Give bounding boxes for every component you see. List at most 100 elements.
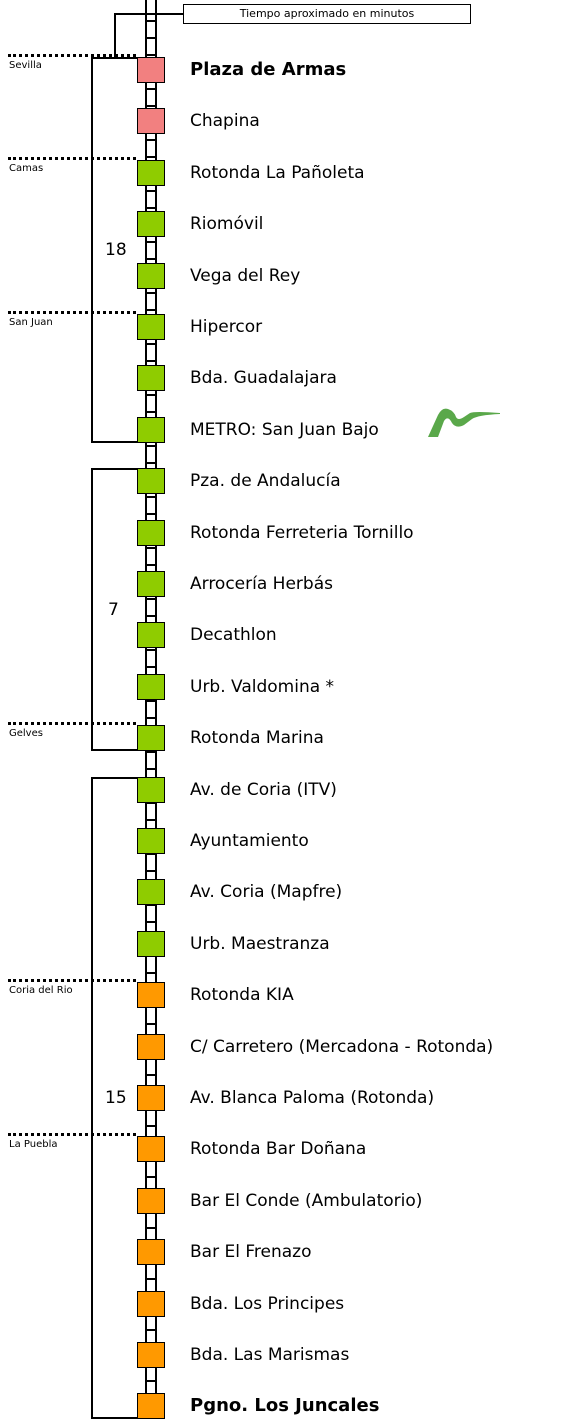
stop-label: METRO: San Juan Bajo xyxy=(190,419,379,440)
rail-tick xyxy=(145,241,157,243)
zone-boundary-line xyxy=(8,54,136,57)
metro-logo-shape xyxy=(428,408,500,437)
stop-label: Decathlon xyxy=(190,625,277,646)
stop-marker xyxy=(137,159,165,186)
rail-tick xyxy=(145,1176,157,1178)
stop-label: Av. de Coria (ITV) xyxy=(190,779,337,800)
stop-label: Rotonda KIA xyxy=(190,985,294,1006)
rail-tick xyxy=(145,258,157,260)
stop-marker xyxy=(137,776,165,803)
stop-marker xyxy=(137,211,165,238)
zone-boundary-line xyxy=(8,311,136,314)
time-segment-bracket xyxy=(91,468,137,752)
segment-minutes: 15 xyxy=(105,1088,127,1108)
stop-marker xyxy=(137,1239,165,1266)
legend-leader-vertical xyxy=(114,13,116,57)
rail-left xyxy=(145,0,147,1407)
rail-tick xyxy=(145,751,157,753)
stop-label: Rotonda Bar Doñana xyxy=(190,1139,367,1160)
segment-minutes: 18 xyxy=(105,239,127,260)
stop-label: C/ Carretero (Mercadona - Rotonda) xyxy=(190,1036,494,1057)
zone-boundary-line xyxy=(8,979,136,983)
rail-tick xyxy=(145,207,157,209)
rail-tick xyxy=(145,819,157,821)
stop-marker xyxy=(137,982,165,1009)
rail-tick xyxy=(145,360,157,362)
rail-tick xyxy=(145,972,157,974)
zone-boundary-line xyxy=(8,722,136,726)
rail-tick xyxy=(145,768,157,770)
rail-tick xyxy=(145,37,157,39)
rail-tick xyxy=(145,309,157,311)
stop-marker xyxy=(137,571,165,597)
rail-tick xyxy=(145,1074,157,1076)
rail-tick xyxy=(145,1227,157,1229)
zone-label: Sevilla xyxy=(9,60,42,71)
rail-tick xyxy=(145,700,157,702)
stop-marker xyxy=(137,1342,165,1368)
stop-label: Hipercor xyxy=(190,317,263,337)
rail-tick xyxy=(145,20,157,22)
stop-label: Bar El Frenazo xyxy=(190,1242,312,1263)
stop-label: Plaza de Armas xyxy=(190,59,347,80)
rail-tick xyxy=(145,394,157,396)
stop-label: Riomóvil xyxy=(190,214,264,235)
rail-tick xyxy=(145,190,157,192)
rail-tick xyxy=(145,717,157,719)
rail-tick xyxy=(145,445,157,447)
zone-label: Gelves xyxy=(9,728,43,740)
rail-tick xyxy=(145,921,157,923)
stop-marker xyxy=(137,519,165,546)
stop-label: Bda. Los Principes xyxy=(190,1293,345,1314)
time-segment-bracket xyxy=(91,57,137,443)
rail-tick xyxy=(145,870,157,872)
stop-marker xyxy=(137,365,165,392)
rail-tick xyxy=(145,1278,157,1280)
rail-tick xyxy=(145,139,157,141)
stop-marker xyxy=(137,879,165,906)
stop-label: Pgno. Los Juncales xyxy=(190,1395,380,1417)
stop-marker xyxy=(137,1187,165,1214)
rail-tick xyxy=(145,598,157,600)
stop-label: Rotonda La Pañoleta xyxy=(190,162,365,183)
stop-label: Bar El Conde (Ambulatorio) xyxy=(190,1190,423,1211)
stop-label: Bda. Las Marismas xyxy=(190,1345,350,1365)
rail-tick xyxy=(145,411,157,413)
rail-tick xyxy=(145,666,157,668)
stop-marker xyxy=(137,1085,165,1111)
stop-marker xyxy=(137,262,165,289)
stop-label: Arrocería Herbás xyxy=(190,574,333,594)
stop-marker xyxy=(137,673,165,700)
stop-label: Bda. Guadalajara xyxy=(190,368,337,389)
legend-box: Tiempo aproximado en minutos xyxy=(183,4,471,24)
stop-label: Vega del Rey xyxy=(190,265,301,286)
stop-label: Rotonda Marina xyxy=(190,728,324,749)
stop-label: Chapina xyxy=(190,111,260,132)
rail-tick xyxy=(145,547,157,549)
stop-marker xyxy=(137,57,165,83)
stop-marker xyxy=(137,725,165,752)
legend-leader-horizontal xyxy=(114,13,184,15)
zone-label: Camas xyxy=(9,162,44,174)
stop-marker xyxy=(137,468,165,495)
stop-marker xyxy=(137,314,165,340)
rail-tick xyxy=(145,649,157,651)
stop-marker xyxy=(137,1136,165,1163)
stop-marker xyxy=(137,930,165,957)
rail-tick xyxy=(145,564,157,566)
stop-marker xyxy=(137,416,165,443)
zone-label: La Puebla xyxy=(9,1139,58,1151)
stop-marker xyxy=(137,1290,165,1317)
zone-label: Coria del Rio xyxy=(9,985,73,997)
stop-marker xyxy=(137,622,165,649)
stop-label: Av. Coria (Mapfre) xyxy=(190,882,343,903)
rail-tick xyxy=(145,462,157,464)
rail-tick xyxy=(145,343,157,345)
stop-marker xyxy=(137,828,165,854)
metro-logo-icon xyxy=(428,408,500,437)
stop-marker xyxy=(137,1393,165,1419)
rail-tick xyxy=(145,1023,157,1025)
rail-tick xyxy=(145,54,157,56)
rail-tick xyxy=(145,615,157,617)
stop-marker xyxy=(137,1033,165,1060)
